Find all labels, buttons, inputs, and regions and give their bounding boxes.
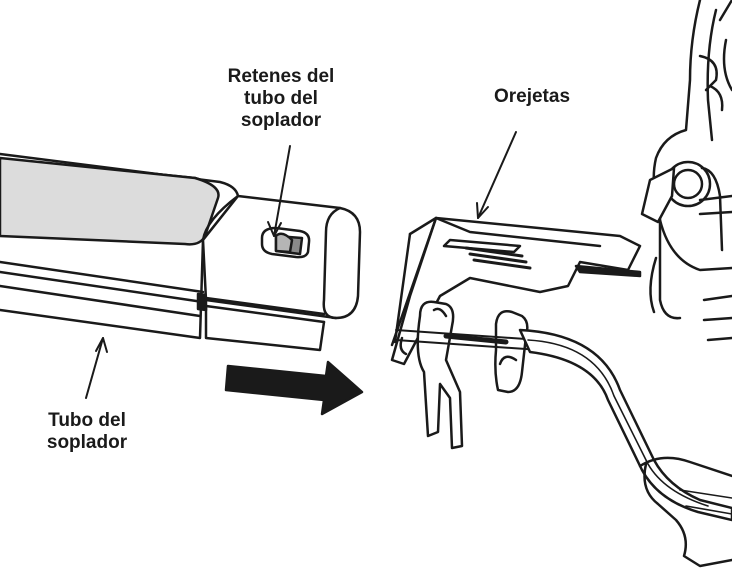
tube-retainer — [260, 226, 311, 259]
inlet-body — [390, 216, 642, 366]
engine-housing — [640, 0, 732, 342]
retainers-label-line-3: soplador — [240, 110, 322, 131]
tube-label-line-2: soplador — [46, 432, 128, 453]
inlet-clips — [416, 300, 529, 450]
retainers-label-line-1: Retenes del — [227, 66, 335, 87]
ears-label-line-1: Orejetas — [493, 86, 571, 107]
retainers-leader-line — [273, 145, 291, 237]
retainers-label-line-2: tubo del — [244, 88, 318, 109]
inlet-strap — [518, 328, 732, 522]
tube-label-line-1: Tubo del — [48, 410, 126, 431]
ears-label: Orejetas — [472, 86, 592, 108]
retainers-label: Retenes del tubo del soplador — [196, 66, 366, 132]
ears-leader-line — [477, 131, 517, 219]
tube-leader-line — [85, 337, 104, 399]
housing-ears — [442, 238, 532, 270]
blower-tube — [0, 152, 362, 352]
blower-inlet — [390, 216, 732, 568]
tube-label: Tubo del soplador — [12, 410, 162, 454]
insert-direction-arrow — [224, 360, 364, 416]
